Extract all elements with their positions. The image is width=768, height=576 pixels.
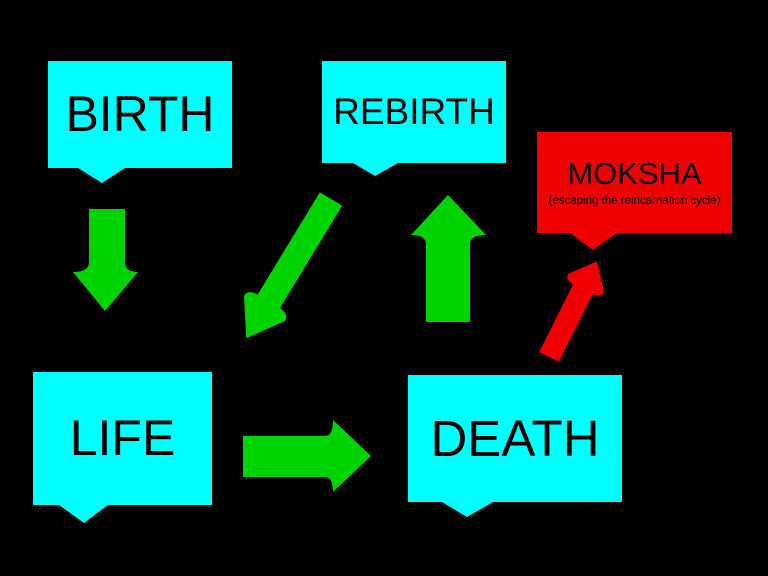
moksha-subtitle: (escaping the reincarnation cycle): [548, 195, 721, 208]
death-node-label: DEATH: [430, 409, 600, 467]
rebirth-node-shape: [322, 61, 506, 176]
moksha-title: MOKSHA: [567, 155, 702, 191]
life-node-shape: [33, 372, 212, 523]
birth-node-shape: [48, 61, 232, 183]
arrow-life-to-death: [243, 420, 371, 492]
arrow-death-to-rebirth: [411, 195, 486, 322]
moksha-node-label: MOKSHA (escaping the reincarnation cycle…: [537, 132, 732, 233]
arrow-death-to-moksha: [539, 261, 605, 362]
death-node-shape: [408, 375, 622, 517]
life-node-label: LIFE: [69, 410, 176, 467]
rebirth-node-label: REBIRTH: [333, 90, 495, 132]
moksha-node-shape: [537, 132, 732, 250]
arrow-rebirth-to-life: [243, 192, 343, 339]
birth-node-label: BIRTH: [65, 86, 215, 143]
arrow-birth-to-life: [73, 209, 138, 311]
